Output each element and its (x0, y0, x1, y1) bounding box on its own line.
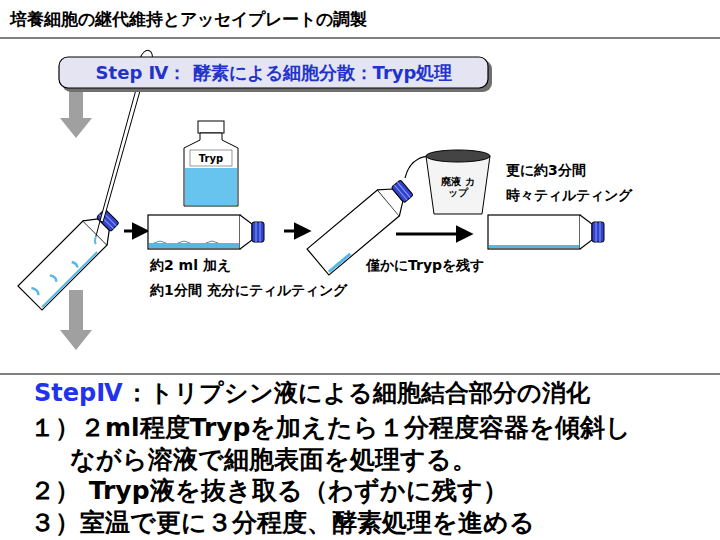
rule (0, 38, 720, 39)
step-arrow (284, 230, 308, 233)
step-note: 僅かにTrypを残す (366, 257, 484, 274)
node-text: Tryp (199, 153, 223, 165)
rule (0, 374, 720, 375)
step-note: 約1分間 充分にティルティング (150, 282, 347, 299)
section-label: StepⅣ (34, 379, 123, 408)
step-arrow (396, 233, 470, 236)
culture-flask (18, 204, 124, 310)
step-banner: Step Ⅳ： 酵素による細胞分散：Tryp処理 (58, 56, 490, 90)
reagent-bottle: Tryp (178, 120, 244, 208)
instruction-item: ３）室温で更に３分程度、酵素処理を進める (30, 508, 535, 538)
waste-cup: 廃液 カップ (422, 146, 494, 218)
culture-flask (488, 215, 604, 249)
reagent-bottle-outline (178, 120, 250, 214)
flow-arrow (60, 290, 92, 350)
step-note: 更に約3分間 (506, 162, 586, 179)
step-note: 約2 ml 加え (150, 257, 231, 274)
step-note: 時々ティルティング (506, 187, 632, 204)
instruction-item: ２） Tryp液を抜き取る（わずかに残す） (30, 476, 508, 506)
node-text: 廃液 カップ (440, 176, 476, 199)
node-text: Step Ⅳ： 酵素による細胞分散：Tryp処理 (96, 63, 453, 84)
step-arrow (124, 230, 146, 233)
page-title: 培養細胞の継代維持とアッセイプレートの調製 (10, 9, 367, 29)
section-heading: ：トリプシン液による細胞結合部分の消化 (125, 379, 590, 408)
culture-flask (148, 215, 264, 249)
instruction-item: １）２ml程度Trypを加えたら１分程度容器を傾斜し ながら溶液で細胞表面を処理… (30, 412, 710, 476)
